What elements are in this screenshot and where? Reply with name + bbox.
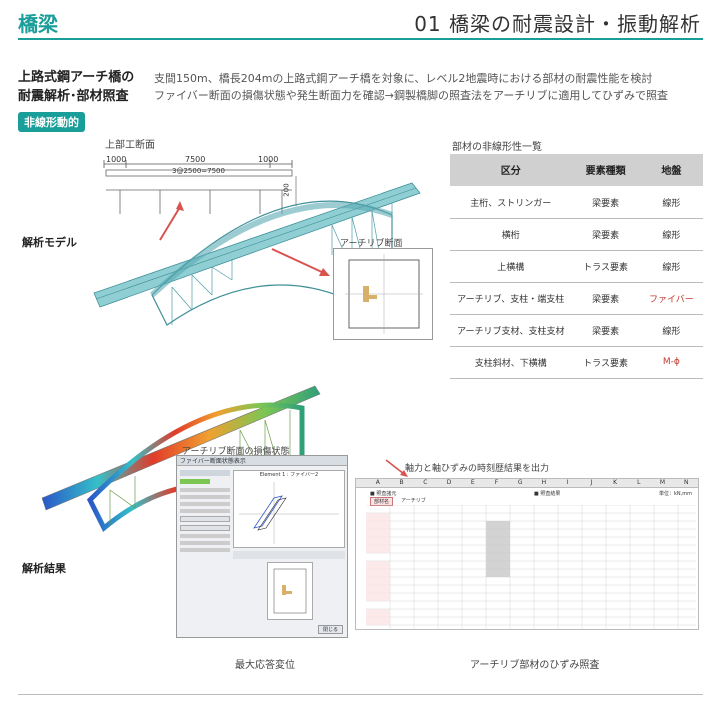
description-line2: ファイバー断面の損傷状態や発生断面力を確認→鋼製橋脚の照査法をアーチリブに適用し… — [154, 89, 669, 102]
window-title: ファイバー断面状態表示 — [177, 456, 347, 466]
table-cell: 梁要素 — [571, 218, 640, 251]
table-row: 主桁、ストリンガー 梁要素 線形 — [450, 186, 703, 219]
strain-check-spreadsheet: A B C D E F G H I J K L M N ■ 照査諸元 部材名 ア… — [355, 478, 699, 630]
table-header-category: 区分 — [450, 154, 572, 187]
sheet-member-label: 部材名 — [370, 497, 394, 506]
status-bar-green — [180, 479, 210, 484]
window-option-button[interactable] — [180, 525, 230, 531]
table-cell: 線形 — [639, 314, 703, 347]
table-header-row: 区分 要素種類 地盤 — [450, 154, 703, 187]
strain-check-caption: アーチリブ部材のひずみ照査 — [470, 660, 600, 671]
table-header-ground: 地盤 — [639, 154, 703, 187]
table-cell: 主桁、ストリンガー — [450, 186, 572, 219]
table-cell: 梁要素 — [571, 282, 640, 315]
deck-section-label: 上部工断面 — [105, 140, 155, 151]
table-cell: 梁要素 — [571, 314, 640, 347]
project-title: 上路式鋼アーチ橋の 耐震解析･部材照査 — [18, 68, 134, 106]
sheet-unit: 単位：kN,mm — [659, 491, 692, 497]
table-cell: トラス要素 — [571, 250, 640, 283]
column-header: N — [683, 479, 689, 486]
table-cell: 横桁 — [450, 218, 572, 251]
description-line1: 支間150m、橋長204mの上路式鋼アーチ橋を対象に、レベル2地震時における部材… — [154, 72, 653, 85]
analysis-model-label: 解析モデル — [22, 236, 77, 249]
table-cell: 線形 — [639, 218, 703, 251]
output-note: 軸力と軸ひずみの時刻歴結果を出力 — [405, 464, 550, 474]
deck-dim-left: 1000 — [106, 155, 127, 164]
window-control-panel — [180, 470, 230, 630]
arch-section-label: アーチリブ断面 — [340, 239, 403, 249]
member-nonlinearity-table: 区分 要素種類 地盤 主桁、ストリンガー 梁要素 線形 横桁 梁要素 線形 上横… — [450, 154, 703, 379]
window-close-button[interactable]: 閉じる — [317, 625, 343, 634]
column-header: D — [446, 479, 452, 486]
window-toolbar[interactable] — [233, 551, 345, 559]
project-title-line2: 耐震解析･部材照査 — [18, 89, 129, 104]
max-displacement-caption: 最大応答変位 — [235, 660, 295, 671]
sheet-section-title: ■ 照査諸元 — [370, 491, 397, 497]
deck-dim-span: 3@2500=7500 — [172, 167, 225, 175]
column-header: C — [423, 479, 428, 486]
table-cell: 梁要素 — [571, 186, 640, 219]
table-row: 横桁 梁要素 線形 — [450, 218, 703, 251]
hysteresis-plot-title: Element 1 : ファイバー2 — [259, 472, 319, 478]
section-preview — [267, 562, 313, 620]
column-header: I — [566, 479, 569, 486]
table-row: 支柱斜材、下横構 トラス要素 M-ϕ — [450, 346, 703, 379]
column-header: H — [541, 479, 547, 486]
table-cell: 支柱斜材、下横構 — [450, 346, 572, 379]
column-header: A — [375, 479, 380, 486]
table-header-element-type: 要素種類 — [571, 154, 640, 187]
table-cell: 上横構 — [450, 250, 572, 283]
fiber-section-window: ファイバー断面状態表示 Element 1 : ファイバー2 閉じる — [176, 455, 348, 638]
header-divider — [18, 38, 703, 40]
column-header: B — [399, 479, 404, 486]
sheet-column-headers: A B C D E F G H I J K L M N — [356, 479, 698, 488]
arrow-to-deck — [159, 201, 184, 241]
column-header: M — [659, 479, 666, 486]
table-cell: 線形 — [639, 186, 703, 219]
column-header: J — [590, 479, 593, 486]
table-cell: M-ϕ — [639, 346, 703, 379]
hysteresis-plot: Element 1 : ファイバー2 — [233, 470, 345, 548]
column-header: F — [494, 479, 499, 486]
deck-section-drawing — [103, 160, 297, 214]
analysis-result-label: 解析結果 — [22, 562, 66, 575]
sheet-result-title: ■ 照査結果 — [534, 491, 561, 497]
arrow-to-arch-section — [271, 248, 330, 276]
project-description: 支間150m、橋長204mの上路式鋼アーチ橋を対象に、レベル2地震時における部材… — [154, 70, 668, 104]
table-cell: アーチリブ、支柱・端支柱 — [450, 282, 572, 315]
page-title: 01 橋梁の耐震設計・振動解析 — [414, 12, 701, 36]
arch-damage-label: アーチリブ断面の損傷状態 — [182, 447, 290, 457]
deck-dim-right: 1000 — [258, 155, 279, 164]
column-header: L — [637, 479, 641, 486]
table-row: 上横構 トラス要素 線形 — [450, 250, 703, 283]
footer-divider — [18, 694, 703, 695]
table-cell: ファイバー — [639, 282, 703, 315]
analysis-type-badge: 非線形動的 — [18, 112, 85, 132]
column-header: E — [470, 479, 475, 486]
arch-section-drawing — [333, 248, 433, 340]
window-option-button[interactable] — [180, 516, 230, 522]
category-title: 橋梁 — [18, 12, 58, 36]
sheet-member-value: アーチリブ — [401, 498, 426, 504]
member-table-title: 部材の非線形性一覧 — [452, 142, 542, 153]
project-title-line1: 上路式鋼アーチ橋の — [18, 70, 135, 85]
arrow-to-sheet — [385, 459, 408, 477]
table-cell: トラス要素 — [571, 346, 640, 379]
column-header: K — [613, 479, 618, 486]
deck-dim-center: 7500 — [185, 155, 206, 164]
table-row: アーチリブ、支柱・端支柱 梁要素 ファイバー — [450, 282, 703, 315]
table-cell: 線形 — [639, 250, 703, 283]
column-header: G — [517, 479, 523, 486]
sheet-grid — [366, 505, 696, 629]
table-row: アーチリブ支材、支柱支材 梁要素 線形 — [450, 314, 703, 347]
table-cell: アーチリブ支材、支柱支材 — [450, 314, 572, 347]
bridge-model-image — [93, 182, 421, 327]
